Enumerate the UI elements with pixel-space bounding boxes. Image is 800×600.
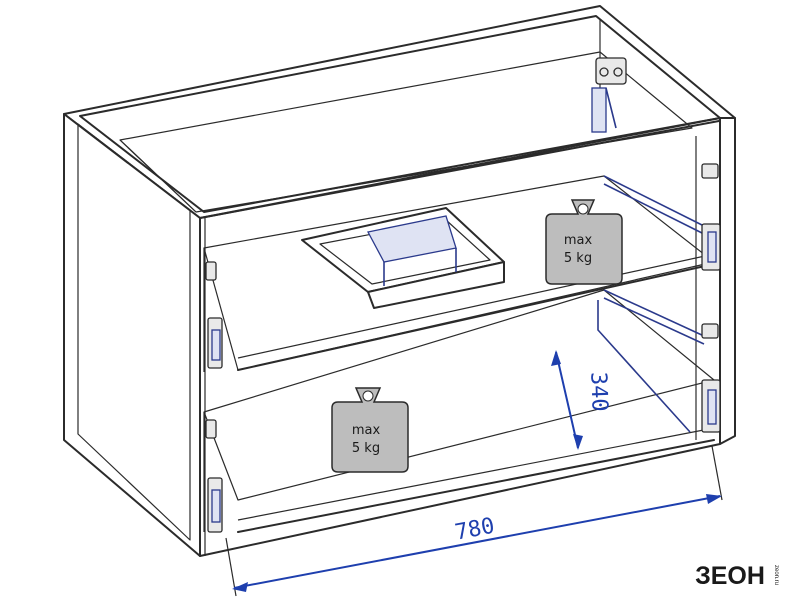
weight-badge-upper: max 5 kg bbox=[545, 199, 623, 285]
front-frame bbox=[199, 117, 721, 557]
right-runner-hardware bbox=[701, 163, 721, 433]
drawer-insert-tray bbox=[301, 207, 505, 309]
hanging-bracket bbox=[591, 57, 627, 133]
weight-badge-upper-line2: 5 kg bbox=[564, 251, 592, 266]
brand-logo: ЗЕОН zeon.ru bbox=[695, 562, 779, 590]
brand-site-text: zeon.ru bbox=[773, 565, 779, 585]
width-dimension-label: 780 bbox=[453, 514, 497, 546]
height-dimension: 340 bbox=[551, 350, 612, 450]
width-dimension: 780 bbox=[225, 445, 723, 597]
height-dimension-label: 340 bbox=[585, 371, 611, 412]
lower-drawer bbox=[203, 289, 715, 533]
right-side-panel bbox=[695, 117, 736, 445]
weight-badge-lower: max 5 kg bbox=[331, 387, 409, 473]
weight-badge-lower-line2: 5 kg bbox=[352, 441, 380, 456]
left-runner-hardware bbox=[205, 261, 223, 533]
top-panel bbox=[63, 5, 736, 219]
weight-badge-upper-line1: max bbox=[564, 233, 593, 248]
brand-logo-text: ЗЕОН bbox=[695, 562, 765, 590]
weight-badge-lower-line1: max bbox=[352, 423, 381, 438]
